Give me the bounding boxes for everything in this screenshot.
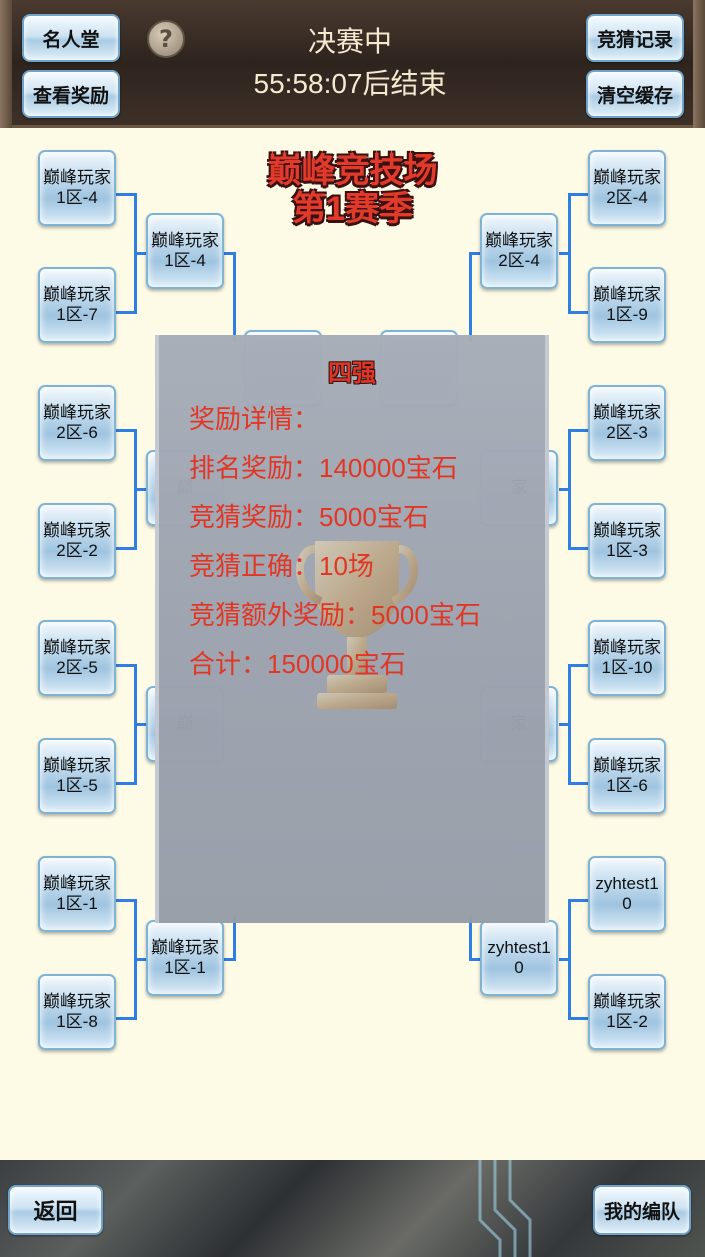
reward-line: 合计：150000宝石 — [189, 649, 406, 679]
back-button[interactable]: 返回 — [8, 1185, 103, 1235]
bracket-player-card[interactable]: zyhtest10 — [588, 856, 666, 932]
hall-of-fame-button[interactable]: 名人堂 — [22, 14, 120, 62]
guess-record-button[interactable]: 竞猜记录 — [586, 14, 684, 62]
bracket-player-card[interactable]: 巅峰玩家1区-1 — [38, 856, 116, 932]
top-bar: 名人堂 查看奖励 ? 决赛中 55:58:07后结束 竞猜记录 清空缓存 — [0, 0, 705, 128]
bracket-player-card[interactable]: zyhtest10 — [480, 920, 558, 996]
trophy-icon — [296, 541, 418, 709]
reward-line: 排名奖励：140000宝石 — [189, 453, 458, 483]
countdown-timer: 55:58:07后结束 — [253, 68, 447, 99]
season-title: 第1赛季 — [292, 190, 413, 228]
bracket-player-card[interactable]: 巅峰玩家1区-9 — [588, 267, 666, 343]
reward-line: 奖励详情： — [189, 404, 320, 434]
help-icon[interactable]: ? — [147, 20, 185, 58]
bracket-player-card[interactable]: 巅峰玩家2区-2 — [38, 503, 116, 579]
arena-title: 巅峰竞技场 — [267, 152, 438, 190]
reward-line: 竞猜奖励：5000宝石 — [189, 502, 429, 532]
bracket-player-card[interactable]: 巅峰玩家1区-6 — [588, 738, 666, 814]
bracket-player-card[interactable]: 巅峰玩家1区-4 — [146, 213, 224, 289]
reward-details-modal: 四强 奖励详情： 排名奖励：140000宝石 竞猜奖励：5000宝石 竞猜正确：… — [155, 335, 549, 923]
bracket-player-card[interactable]: 巅峰玩家2区-4 — [588, 150, 666, 226]
bracket-player-card[interactable]: 巅峰玩家1区-7 — [38, 267, 116, 343]
clear-cache-button[interactable]: 清空缓存 — [586, 70, 684, 118]
bracket-player-card[interactable]: 巅峰玩家1区-10 — [588, 620, 666, 696]
circuit-decoration-icon — [478, 1160, 532, 1257]
modal-title: 四强 — [328, 360, 376, 387]
bracket-player-card[interactable]: 巅峰玩家1区-3 — [588, 503, 666, 579]
bottom-bar: 返回 我的编队 — [0, 1160, 705, 1257]
bracket-player-card[interactable]: 巅峰玩家1区-8 — [38, 974, 116, 1050]
my-team-button[interactable]: 我的编队 — [593, 1185, 691, 1235]
reward-line: 竞猜额外奖励：5000宝石 — [189, 600, 481, 630]
view-rewards-button[interactable]: 查看奖励 — [22, 70, 120, 118]
match-status: 决赛中 — [307, 26, 392, 57]
bracket-player-card[interactable]: 巅峰玩家1区-4 — [38, 150, 116, 226]
bracket-player-card[interactable]: 巅峰玩家2区-5 — [38, 620, 116, 696]
bracket-player-card[interactable]: 巅峰玩家2区-4 — [480, 213, 558, 289]
bracket-player-card[interactable]: 巅峰玩家1区-1 — [146, 920, 224, 996]
bracket-player-card[interactable]: 巅峰玩家1区-2 — [588, 974, 666, 1050]
bracket-player-card[interactable]: 巅峰玩家2区-6 — [38, 385, 116, 461]
bracket-player-card[interactable]: 巅峰玩家2区-3 — [588, 385, 666, 461]
reward-line: 竞猜正确：10场 — [189, 551, 374, 581]
bracket-player-card[interactable]: 巅峰玩家1区-5 — [38, 738, 116, 814]
